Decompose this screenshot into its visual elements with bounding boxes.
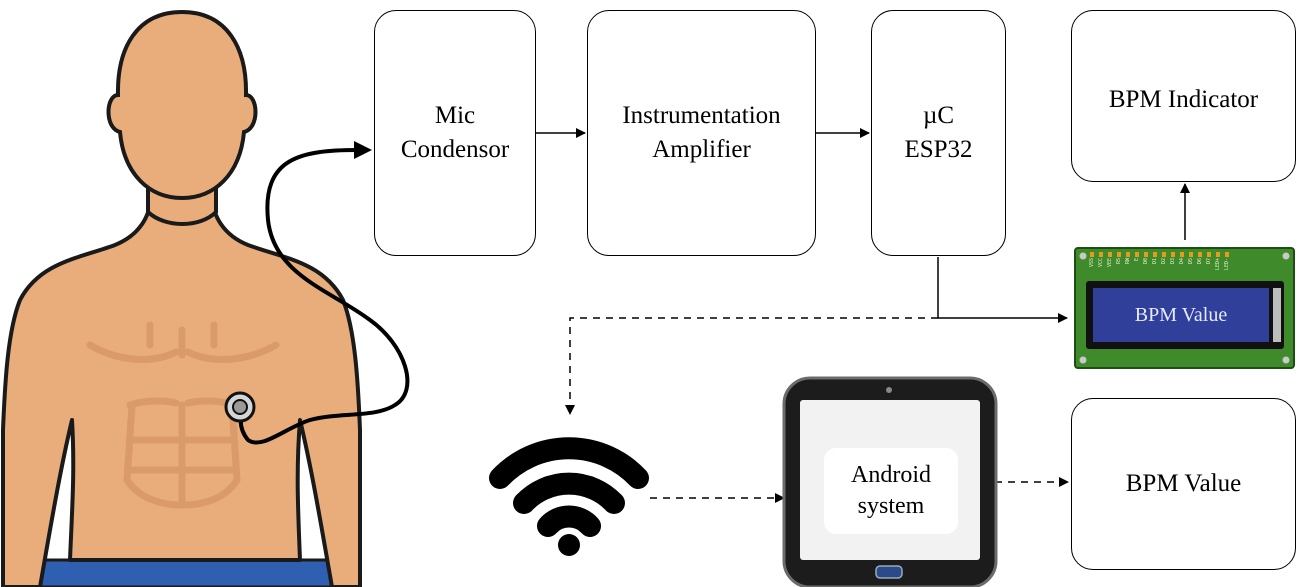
microcontroller-block: µC ESP32 bbox=[871, 10, 1006, 256]
android-system-label: Android system bbox=[851, 461, 931, 519]
instrumentation-amplifier-label: Instrumentation Amplifier bbox=[622, 102, 781, 163]
instrumentation-amplifier-block: Instrumentation Amplifier bbox=[587, 10, 816, 256]
microcontroller-label: µC ESP32 bbox=[904, 102, 973, 163]
wifi-icon bbox=[489, 437, 649, 556]
lcd-pin-label: LED- bbox=[1224, 258, 1230, 271]
arrow-esp-to-lcd bbox=[937, 257, 1068, 323]
stethoscope-cable bbox=[238, 148, 410, 445]
mic-condensor-label: Mic Condensor bbox=[400, 102, 510, 163]
lcd-pin-label: D4 bbox=[1179, 258, 1185, 265]
arrow-esp-to-wifi bbox=[565, 317, 938, 415]
human-body-icon bbox=[1, 9, 362, 587]
bpm-value-label: BPM Value bbox=[1125, 470, 1242, 498]
tablet-icon bbox=[782, 376, 998, 587]
lcd-pin-label: VSS bbox=[1089, 258, 1095, 268]
lcd-pin-label: D2 bbox=[1161, 258, 1167, 265]
lcd-pin-label: RS bbox=[1116, 258, 1122, 265]
lcd-pin-label: RW bbox=[1125, 258, 1131, 265]
lcd-pin-label: D6 bbox=[1197, 258, 1203, 265]
lcd-pin-label: D7 bbox=[1206, 258, 1212, 265]
bpm-value-block: BPM Value bbox=[1071, 398, 1296, 570]
lcd-module-icon bbox=[1074, 247, 1295, 369]
lcd-pin-label: LED+ bbox=[1215, 258, 1221, 271]
lcd-pin-label: D5 bbox=[1188, 258, 1194, 265]
lcd-display-text: BPM Value bbox=[1134, 303, 1228, 326]
mic-condensor-block: Mic Condensor bbox=[374, 10, 536, 256]
lcd-pin-label: D1 bbox=[1152, 258, 1158, 265]
bpm-indicator-label: BPM Indicator bbox=[1108, 86, 1259, 113]
lcd-pin-label: D0 bbox=[1143, 258, 1149, 265]
lcd-pin-label: D3 bbox=[1170, 258, 1176, 265]
stethoscope-icon bbox=[224, 391, 256, 423]
lcd-pin-label: VEE bbox=[1107, 258, 1113, 268]
cable-arrow-head bbox=[354, 141, 372, 159]
lcd-pin-label: E bbox=[1134, 258, 1140, 262]
bpm-indicator-block: BPM Indicator bbox=[1071, 10, 1296, 182]
lcd-pin-label: VCC bbox=[1098, 258, 1104, 268]
